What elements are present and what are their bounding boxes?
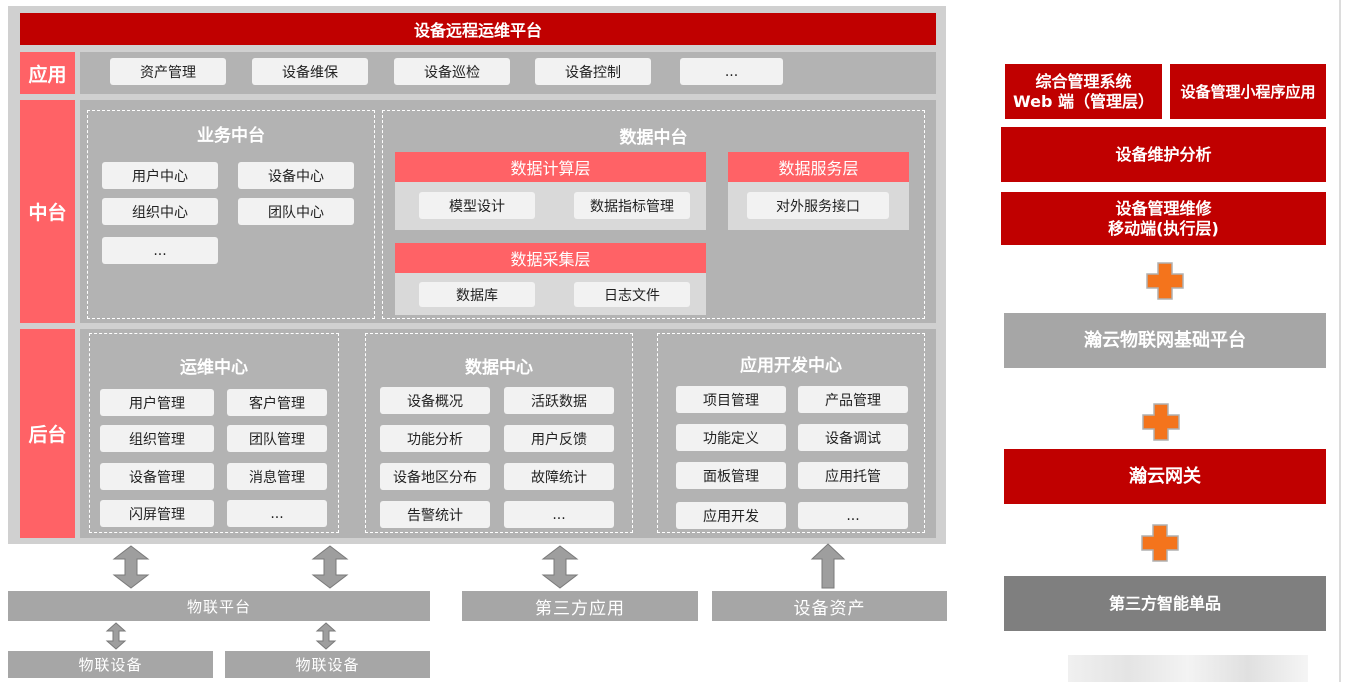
ops-item: 闪屏管理 [100, 500, 214, 527]
ops-item: 设备管理 [100, 463, 214, 490]
data-center-item: 告警统计 [380, 501, 490, 528]
collect-layer-title: 数据采集层 [395, 243, 706, 273]
ops-item: 客户管理 [227, 389, 327, 416]
hanyun-gateway-box: 瀚云网关 [1004, 449, 1326, 504]
app-dev-center-panel: 应用开发中心 项目管理 产品管理 功能定义 设备调试 面板管理 应用托管 应用开… [657, 333, 925, 533]
mobile-box-line2: 移动端(执行层) [1108, 218, 1219, 238]
data-center-item: 设备地区分布 [380, 463, 490, 490]
double-arrow-icon [311, 545, 349, 589]
diagram-title: 设备远程运维平台 [20, 13, 936, 45]
ops-item: 消息管理 [227, 463, 327, 490]
blurred-watermark [1068, 655, 1308, 682]
app-dev-item: 应用开发 [676, 502, 786, 529]
app-item: 设备维保 [252, 58, 368, 85]
iot-device-bar: 物联设备 [8, 651, 213, 678]
mini-program-app-box: 设备管理小程序应用 [1170, 64, 1326, 119]
hanyun-iot-platform-box: 瀚云物联网基础平台 [1004, 313, 1326, 368]
app-dev-item: 设备调试 [798, 424, 908, 451]
business-item: 用户中心 [102, 162, 218, 189]
back-layer-label: 后台 [20, 329, 75, 538]
middle-layer-row: 业务中台 用户中心 设备中心 组织中心 团队中心 ... 数据中台 数据计算层 … [80, 100, 936, 323]
data-middle-panel: 数据中台 数据计算层 模型设计 数据指标管理 数据服务层 对外服务接口 数据采集… [382, 110, 925, 319]
data-center-item: 功能分析 [380, 425, 490, 452]
third-party-smart-device-box: 第三方智能单品 [1004, 576, 1326, 631]
compute-item: 数据指标管理 [574, 192, 690, 219]
data-center-item: 用户反馈 [504, 425, 614, 452]
ops-center-panel: 运维中心 用户管理 客户管理 组织管理 团队管理 设备管理 消息管理 闪屏管理 … [89, 333, 339, 533]
app-dev-item: 应用托管 [798, 462, 908, 489]
double-arrow-icon [105, 622, 127, 650]
app-dev-center-title: 应用开发中心 [740, 356, 842, 376]
plus-icon [1146, 262, 1184, 300]
business-item: 团队中心 [238, 198, 354, 225]
app-dev-item: 面板管理 [676, 462, 786, 489]
service-item: 对外服务接口 [747, 192, 889, 219]
back-layer-row: 运维中心 用户管理 客户管理 组织管理 团队管理 设备管理 消息管理 闪屏管理 … [80, 329, 936, 538]
mobile-maintenance-box: 设备管理维修 移动端(执行层) [1001, 192, 1326, 245]
iot-platform-bar: 物联平台 [8, 591, 430, 621]
data-center-item: 活跃数据 [504, 387, 614, 414]
ops-item: 团队管理 [227, 425, 327, 452]
maintenance-analysis-box: 设备维护分析 [1001, 127, 1326, 182]
business-middle-title: 业务中台 [197, 126, 265, 146]
right-edge-divider [1339, 0, 1341, 682]
device-assets-bar: 设备资产 [712, 591, 947, 621]
app-dev-item: 项目管理 [676, 386, 786, 413]
double-arrow-icon [112, 545, 150, 589]
double-arrow-icon [315, 622, 337, 650]
iot-device-bar: 物联设备 [225, 651, 430, 678]
web-management-system-box: 综合管理系统 Web 端（管理层） [1005, 64, 1162, 119]
middle-layer-label: 中台 [20, 100, 75, 323]
web-box-line1: 综合管理系统 [1035, 71, 1132, 91]
data-center-item: ... [504, 501, 614, 528]
app-item: 资产管理 [110, 58, 226, 85]
app-layer-label: 应用 [20, 52, 75, 94]
third-party-app-bar: 第三方应用 [462, 591, 698, 621]
data-center-item: 设备概况 [380, 387, 490, 414]
compute-item: 模型设计 [419, 192, 535, 219]
service-layer-title: 数据服务层 [728, 152, 909, 182]
business-item: 设备中心 [238, 162, 354, 189]
business-middle-panel: 业务中台 用户中心 设备中心 组织中心 团队中心 ... [87, 110, 375, 319]
double-arrow-icon [541, 545, 579, 589]
app-item: 设备控制 [535, 58, 651, 85]
data-center-item: 故障统计 [504, 463, 614, 490]
plus-icon [1141, 524, 1179, 562]
business-item: 组织中心 [102, 198, 218, 225]
data-center-title: 数据中心 [465, 358, 533, 378]
mobile-box-line1: 设备管理维修 [1115, 198, 1212, 218]
plus-icon [1142, 403, 1180, 441]
ops-center-title: 运维中心 [180, 358, 248, 378]
compute-layer-title: 数据计算层 [395, 152, 706, 182]
app-layer-row: 资产管理 设备维保 设备巡检 设备控制 ... [80, 52, 936, 94]
app-dev-item: 功能定义 [676, 424, 786, 451]
business-item: ... [102, 237, 218, 264]
web-box-line2: Web 端（管理层） [1013, 91, 1154, 111]
ops-item: 组织管理 [100, 425, 214, 452]
collect-item: 数据库 [419, 282, 535, 307]
app-dev-item: ... [798, 502, 908, 529]
ops-item: ... [227, 500, 327, 527]
collect-item: 日志文件 [574, 282, 690, 307]
ops-item: 用户管理 [100, 389, 214, 416]
app-item: ... [680, 58, 783, 85]
data-middle-title: 数据中台 [619, 128, 688, 148]
up-arrow-icon [810, 543, 846, 589]
app-dev-item: 产品管理 [798, 386, 908, 413]
data-center-panel: 数据中心 设备概况 活跃数据 功能分析 用户反馈 设备地区分布 故障统计 告警统… [365, 333, 633, 533]
app-item: 设备巡检 [394, 58, 510, 85]
